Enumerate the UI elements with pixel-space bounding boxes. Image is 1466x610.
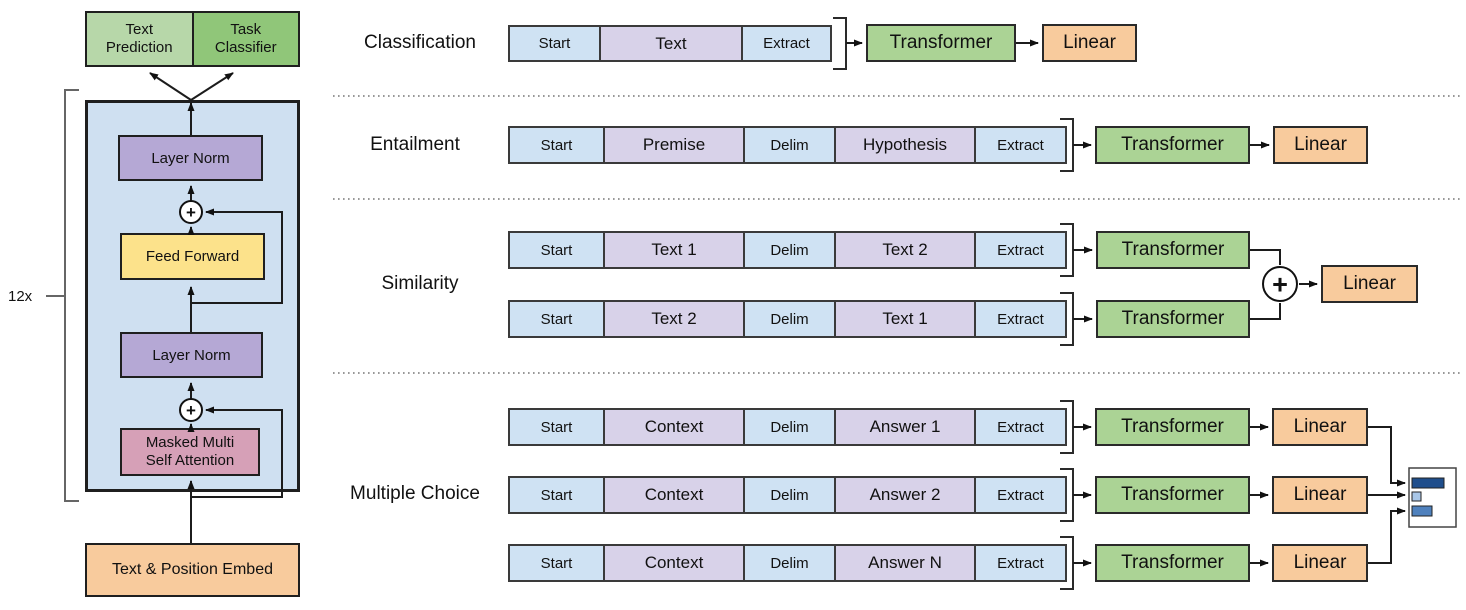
transformer-box: Transformer	[1096, 231, 1250, 269]
token-cell-start: Start	[510, 128, 603, 162]
token-cell-delim: Delim	[743, 128, 834, 162]
token-cell-start: Start	[510, 546, 603, 580]
token-cell-answer1: Answer 1	[834, 410, 974, 444]
linear-box: Linear	[1272, 476, 1368, 514]
output-heads: Text Prediction Task Classifier	[85, 11, 300, 67]
token-cell-start: Start	[510, 27, 599, 60]
output-distribution-icon	[1408, 467, 1457, 528]
masked-attention-box: Masked Multi Self Attention	[120, 428, 260, 476]
extract-bracket	[833, 17, 847, 70]
input-sequence-bar: Start Text Extract	[508, 25, 832, 62]
token-cell-premise: Premise	[603, 128, 743, 162]
layer-norm-top-box: Layer Norm	[118, 135, 263, 181]
transformer-box: Transformer	[866, 24, 1016, 62]
token-cell-extract: Extract	[974, 233, 1065, 267]
token-cell-start: Start	[510, 478, 603, 512]
token-cell-hypothesis: Hypothesis	[834, 128, 974, 162]
token-cell-text1: Text 1	[834, 302, 974, 336]
svg-text:+: +	[1272, 269, 1288, 299]
input-sequence-bar: Start Text 1 Delim Text 2 Extract	[508, 231, 1067, 269]
input-sequence-bar: Start Text 2 Delim Text 1 Extract	[508, 300, 1067, 338]
token-cell-delim: Delim	[743, 302, 834, 336]
feed-forward-box: Feed Forward	[120, 233, 265, 280]
token-cell-start: Start	[510, 233, 603, 267]
linear-box: Linear	[1042, 24, 1137, 62]
token-cell-delim: Delim	[743, 478, 834, 512]
token-cell-start: Start	[510, 410, 603, 444]
token-cell-delim: Delim	[743, 410, 834, 444]
token-cell-context: Context	[603, 410, 743, 444]
repeat-count-label: 12x	[8, 287, 33, 305]
input-sequence-bar: Start Context Delim Answer N Extract	[508, 544, 1067, 582]
token-cell-text2: Text 2	[603, 302, 743, 336]
transformer-box: Transformer	[1096, 300, 1250, 338]
task-label-similarity: Similarity	[381, 273, 459, 294]
token-cell-context: Context	[603, 478, 743, 512]
token-cell-text1: Text 1	[603, 233, 743, 267]
task-label-multiple-choice: Multiple Choice	[350, 483, 480, 504]
input-sequence-bar: Start Premise Delim Hypothesis Extract	[508, 126, 1067, 164]
task-label-classification: Classification	[364, 32, 476, 53]
transformer-box: Transformer	[1095, 476, 1250, 514]
linear-box: Linear	[1272, 544, 1368, 582]
linear-box: Linear	[1273, 126, 1368, 164]
token-cell-delim: Delim	[743, 546, 834, 580]
token-cell-extract: Extract	[974, 410, 1065, 444]
task-label-entailment: Entailment	[370, 134, 460, 155]
transformer-box: Transformer	[1095, 408, 1250, 446]
task-classifier-box: Task Classifier	[191, 13, 298, 65]
text-prediction-box: Text Prediction	[87, 13, 192, 65]
token-cell-text2: Text 2	[834, 233, 974, 267]
layer-norm-bottom-box: Layer Norm	[120, 332, 263, 378]
token-cell-extract: Extract	[741, 27, 830, 60]
token-cell-extract: Extract	[974, 128, 1065, 162]
token-cell-extract: Extract	[974, 478, 1065, 512]
token-cell-start: Start	[510, 302, 603, 336]
similarity-sum-icon: +	[1262, 266, 1298, 302]
token-cell-delim: Delim	[743, 233, 834, 267]
repeat-bracket	[46, 89, 79, 502]
token-cell-context: Context	[603, 546, 743, 580]
linear-box: Linear	[1321, 265, 1418, 303]
transformer-box: Transformer	[1095, 126, 1250, 164]
token-cell-extract: Extract	[974, 302, 1065, 336]
linear-box: Linear	[1272, 408, 1368, 446]
embed-box: Text & Position Embed	[85, 543, 300, 597]
token-cell-answer2: Answer 2	[834, 478, 974, 512]
transformer-box: Transformer	[1095, 544, 1250, 582]
input-sequence-bar: Start Context Delim Answer 1 Extract	[508, 408, 1067, 446]
token-cell-answerN: Answer N	[834, 546, 974, 580]
token-cell-text: Text	[599, 27, 741, 60]
input-sequence-bar: Start Context Delim Answer 2 Extract	[508, 476, 1067, 514]
token-cell-extract: Extract	[974, 546, 1065, 580]
